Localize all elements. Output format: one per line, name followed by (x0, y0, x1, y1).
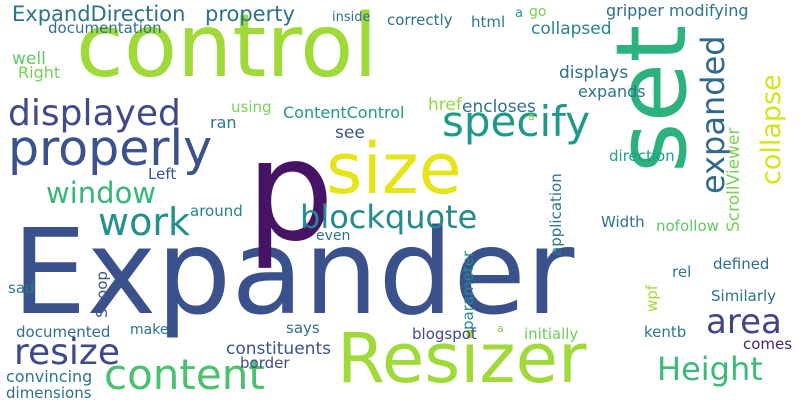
word-control: control (76, 0, 378, 97)
word-dimensions: dimensions (6, 383, 92, 400)
word-parameter: parameter (458, 250, 477, 330)
word-border: border (240, 353, 290, 372)
word-property: property (205, 1, 295, 26)
word-direction: direction (609, 146, 675, 165)
word-defined: defined (713, 254, 770, 273)
word-left: Left (148, 164, 177, 183)
word-rel: rel (672, 262, 692, 281)
word-documentation: documentation (48, 18, 162, 37)
word-blogspot: blogspot (412, 324, 477, 343)
word-expander: Expander (12, 203, 575, 341)
word-href: href (428, 94, 462, 115)
word-resizer: Resizer (337, 319, 587, 399)
word-using: using (231, 97, 272, 116)
word-work: work (98, 200, 190, 244)
word-inside: inside (332, 9, 371, 25)
word-html: html (471, 12, 506, 31)
word-comes: comes (743, 334, 793, 353)
word-even: even (316, 228, 351, 244)
word-displays: displays (559, 62, 629, 83)
word-a: a (528, 109, 535, 123)
word-resize: resize (14, 332, 120, 373)
word-nofollow: nofollow (656, 216, 719, 235)
word-a: a (497, 321, 504, 335)
word-says: says (286, 318, 320, 337)
word-snoop: Snoop (92, 271, 111, 319)
word-properly: properly (8, 119, 213, 177)
word-around: around (190, 201, 243, 220)
word-collapse: collapse (755, 74, 787, 186)
word-see: see (335, 122, 365, 143)
word-sad: sad (8, 278, 35, 297)
word-area: area (706, 302, 782, 342)
word-encloses: encloses (462, 96, 536, 117)
word-window: window (46, 175, 157, 210)
word-make: make (130, 322, 169, 338)
word-convincing: convincing (6, 367, 93, 386)
word-go: go (529, 4, 547, 20)
word-content: content (104, 350, 265, 399)
word-well: well (12, 48, 46, 69)
word-collapsed: collapsed (531, 18, 612, 39)
word-displayed: displayed (8, 93, 181, 134)
word-scrollviewer: ScrollViewer (723, 127, 744, 233)
word-documented: documented (16, 322, 111, 341)
word-application: application (546, 173, 565, 257)
word-similarly: Similarly (711, 286, 777, 305)
word-correctly: correctly (387, 10, 453, 29)
word-height: Height (657, 350, 763, 388)
word-a: a (515, 5, 523, 21)
word-modifying: modifying (669, 1, 749, 20)
word-expanddirection: ExpandDirection (12, 1, 186, 26)
word-ran: ran (210, 113, 237, 132)
word-blockquote: blockquote (300, 198, 478, 236)
word-kentb: kentb (644, 322, 687, 341)
word-expands: expands (578, 82, 646, 101)
word-gripper: gripper (606, 1, 664, 20)
word-width: Width (601, 212, 645, 231)
word-contentcontrol: ContentControl (283, 103, 405, 122)
word-initially: initially (524, 324, 579, 343)
word-p: p (246, 109, 335, 272)
word-constituents: constituents (226, 338, 331, 359)
word-size: size (326, 128, 462, 210)
word-wpf: wpf (642, 284, 661, 312)
word-right: Right (18, 63, 61, 82)
word-specify: specify (442, 97, 591, 146)
